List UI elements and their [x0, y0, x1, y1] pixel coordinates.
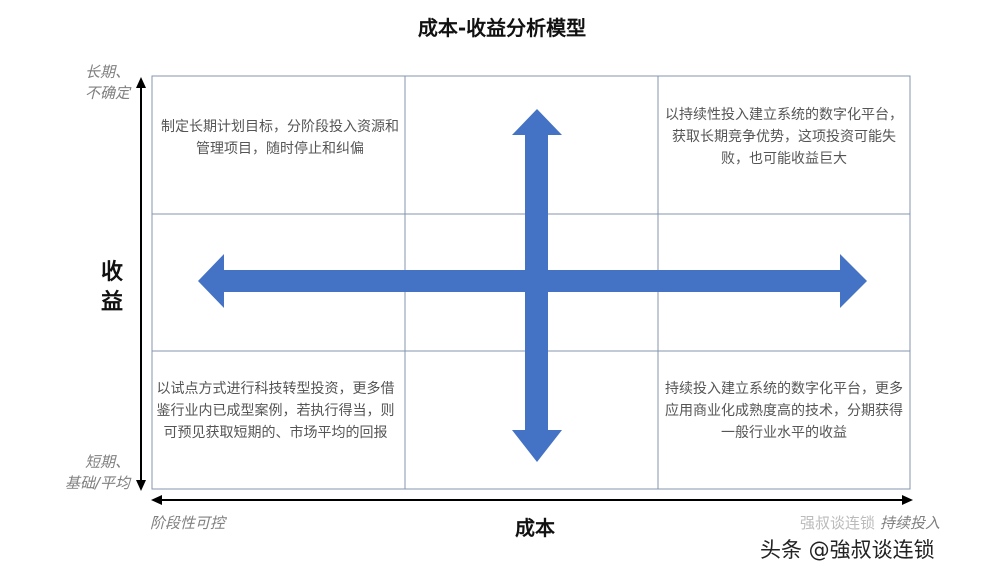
cross-arrows	[198, 109, 867, 462]
x-axis-right-label: 持续投入	[880, 514, 941, 532]
x-axis	[151, 495, 913, 505]
y-bottom-label-line-1: 短期、	[84, 453, 130, 471]
quadrant-top-right-text: 以持续性投入建立系统的数字化平台，获取长期竞争优势，这项投资可能失败，也可能收益…	[665, 107, 903, 167]
y-axis-title: 收益	[100, 260, 123, 315]
x-axis-title: 成本	[515, 516, 555, 540]
quadrant-bottom-right-text: 持续投入建立系统的数字化平台，更多应用商业化成熟度高的技术，分期获得一般行业水平…	[665, 381, 903, 441]
y-top-label-line-1: 长期、	[84, 63, 130, 81]
watermark-faint: 强叔谈连锁	[800, 514, 876, 532]
y-top-label-line-2: 不确定	[84, 84, 130, 102]
y-axis-top-label: 长期、 不确定	[40, 62, 130, 104]
x-axis-left-label: 阶段性可控	[150, 514, 226, 532]
quadrant-bottom-left-text: 以试点方式进行科技转型投资，更多借鉴行业内已成型案例，若执行得当，则可预见获取短…	[156, 381, 395, 441]
y-bottom-label-line-2: 基础/平均	[64, 474, 130, 492]
quadrant-top-left-text: 制定长期计划目标，分阶段投入资源和管理项目，随时停止和纠偏	[161, 119, 399, 157]
y-axis	[136, 77, 146, 491]
y-axis-bottom-label: 短期、 基础/平均	[30, 452, 130, 494]
watermark: 头条 @強叔谈连锁	[760, 538, 935, 562]
diagram-title: 成本-收益分析模型	[417, 16, 587, 40]
x-axis-arrowhead-left	[151, 495, 162, 505]
y-axis-arrowhead-top	[136, 77, 146, 88]
grid-border	[151, 75, 911, 490]
x-axis-arrowhead-right	[902, 495, 913, 505]
vertical-double-arrow	[512, 109, 562, 462]
y-axis-arrowhead-bottom	[136, 480, 146, 491]
